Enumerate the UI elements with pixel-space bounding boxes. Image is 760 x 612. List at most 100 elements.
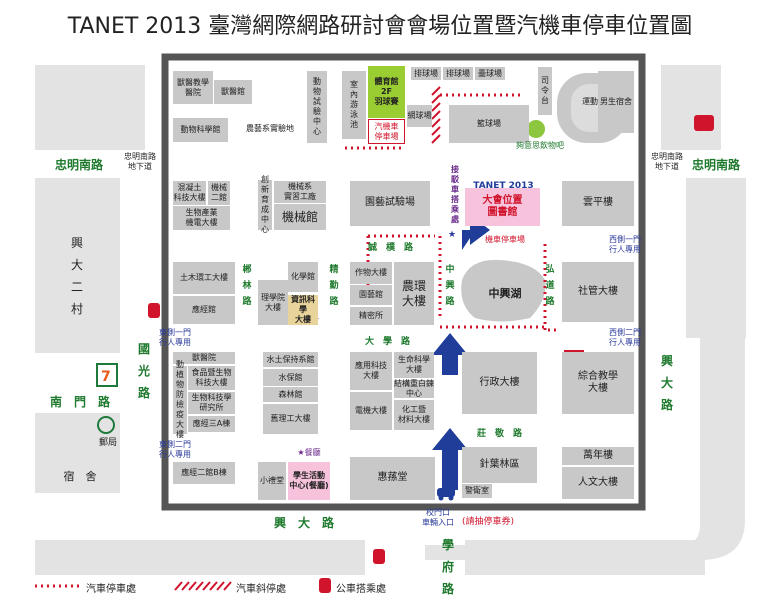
podium: 司 令 台 bbox=[538, 67, 552, 115]
canteen-label: ★餐廳 bbox=[297, 448, 321, 457]
road-xingda: 興 大 路 bbox=[274, 516, 335, 530]
chemistry-hall: 化學館 bbox=[288, 262, 318, 292]
road-nanmen: 南 門 路 bbox=[50, 395, 111, 409]
road-chenlin: 郴 林 路 bbox=[242, 265, 252, 307]
tennis-court: 網球場 bbox=[407, 105, 432, 127]
applied-econ-3a: 應經三A棟 bbox=[188, 416, 235, 432]
outer-block bbox=[465, 540, 705, 575]
road-zhongxing: 中 興 路 bbox=[445, 265, 455, 307]
conifer-forest-area: 針葉林區 bbox=[462, 447, 537, 483]
crop-bldg: 作物大樓 bbox=[350, 262, 392, 284]
outer-block bbox=[425, 338, 745, 560]
humanities-bldg: 人文大樓 bbox=[562, 467, 634, 499]
road-daxue: 大 學 路 bbox=[365, 337, 411, 347]
vet-building: 獸醫館 bbox=[214, 80, 252, 104]
applied-econ-hall: 應經館 bbox=[173, 296, 235, 324]
road-chengpu: 誠 樸 路 bbox=[368, 243, 414, 253]
softball-field-2: 壘球場 bbox=[475, 67, 505, 80]
road-guoguang: 國 光 路 bbox=[137, 342, 150, 400]
moto-parking[interactable]: 汽機車 停車場 bbox=[368, 119, 405, 144]
drink-shop-icon bbox=[527, 120, 545, 138]
innovation-center: 創 新 育 成 中 心 bbox=[258, 175, 272, 234]
science-bldg: 理學院 大樓 bbox=[258, 280, 288, 325]
legend-bus-stop: 公車搭乘處 bbox=[336, 584, 386, 595]
life-science-bldg: 生命科學 大樓 bbox=[394, 352, 434, 378]
outer-block bbox=[35, 413, 120, 493]
agri-env-bldg: 農環 大樓 bbox=[394, 262, 434, 325]
outer-block bbox=[35, 65, 145, 150]
slant-parking-hatch bbox=[431, 86, 441, 144]
seven-eleven-glyph: 7 bbox=[101, 369, 111, 385]
xingda-village: 興 大 二 村 bbox=[70, 236, 83, 316]
outer-block bbox=[35, 178, 120, 353]
civil-env-bldg: 土木環工大樓 bbox=[173, 262, 235, 294]
applied-econ-2b: 應經二館B棟 bbox=[173, 462, 235, 484]
library-venue[interactable]: 大會位置 圖書館 bbox=[482, 195, 523, 218]
basketball-court: 籃球場 bbox=[449, 105, 529, 143]
guard-room: 警衛室 bbox=[462, 484, 492, 498]
electrical-bldg: 電機大樓 bbox=[350, 392, 392, 430]
vet-hospital-2: 獸醫院 bbox=[173, 352, 235, 364]
social-mgmt-bldg: 社管大樓 bbox=[562, 262, 634, 322]
soil-water-dept: 水土保持系館 bbox=[263, 352, 318, 367]
vet-hospital: 獸醫教學 醫院 bbox=[173, 71, 213, 104]
post-office: 郵局 bbox=[98, 438, 117, 448]
yunping-bldg: 雲平樓 bbox=[562, 181, 634, 226]
road-zhuangjing: 莊 敬 路 bbox=[477, 429, 523, 439]
info-science-bldg[interactable]: 資訊科學 大樓 bbox=[288, 295, 318, 325]
precision-institute: 精密所 bbox=[350, 307, 392, 325]
road-jingqin: 精 勤 路 bbox=[329, 265, 339, 307]
farm-area: 農藝系實驗地 bbox=[246, 124, 294, 133]
indoor-pool: 室 內 游 泳 池 bbox=[342, 71, 366, 139]
biotech-bldg: 生物產業 機電大樓 bbox=[173, 206, 230, 230]
road-xingda-right: 興 大 路 bbox=[660, 354, 673, 412]
male-dorm: 男生宿舍 bbox=[598, 71, 634, 133]
wannian-bldg: 萬年樓 bbox=[562, 447, 634, 465]
structure-center: 結構重白鍊 中心 bbox=[394, 379, 434, 398]
road-zhongming-right: 忠明南路 bbox=[692, 158, 741, 172]
forestry-hall: 森林館 bbox=[263, 387, 318, 402]
mechanical-hall: 機械館 bbox=[274, 204, 326, 230]
outer-block bbox=[176, 540, 356, 572]
star-icon: ★ bbox=[448, 230, 456, 240]
chem-eng-bldg: 化工暨 材料大樓 bbox=[394, 400, 434, 430]
general-teaching-bldg: 綜合教學 大樓 bbox=[562, 352, 634, 414]
admin-bldg: 行政大樓 bbox=[462, 352, 537, 414]
legend-hatch bbox=[174, 581, 232, 591]
west-gate-2: 西側二門 行人專用 bbox=[609, 328, 641, 347]
tanet-logo: TANET 2013 bbox=[473, 181, 534, 191]
east-gate-1: 東側一門 行人專用 bbox=[159, 328, 191, 347]
gym[interactable]: 體育館 2F 羽球賽 bbox=[368, 66, 405, 118]
drink-shop-label: 夠意思飲物吧 bbox=[516, 141, 564, 150]
small-auditorium: 小禮堂 bbox=[258, 462, 286, 500]
main-gate: 校門口 車輛入口 bbox=[422, 508, 454, 527]
road-xuefu: 學 府 路 bbox=[441, 538, 454, 596]
lake-shape bbox=[461, 259, 546, 322]
library-highlight bbox=[465, 188, 540, 226]
water-conserv-hall: 水保館 bbox=[263, 369, 318, 386]
outer-block bbox=[686, 178, 746, 338]
campus-boundary bbox=[161, 53, 646, 511]
student-activity-center[interactable]: 學生活動 中心(餐廳) bbox=[288, 462, 330, 500]
biotech-institute: 生物科技學 研究所 bbox=[188, 392, 235, 414]
animal-science-bldg: 動物科學館 bbox=[173, 118, 228, 142]
plant-quarantine-bldg: 動 植 物 防 檢 疫 大 樓 bbox=[173, 360, 187, 439]
main-gate-note: (請抽停車券) bbox=[462, 517, 515, 527]
outer-block bbox=[661, 65, 721, 150]
volleyball-court: 排球場 bbox=[411, 67, 441, 80]
car-icon bbox=[437, 488, 455, 501]
legend-car-parking: 汽車停車處 bbox=[86, 584, 136, 595]
softball-field: 排球場 bbox=[443, 67, 473, 80]
seven-eleven-icon bbox=[96, 363, 118, 387]
shuttle-stop: 接 駁 車 搭 乘 處 bbox=[451, 165, 459, 224]
mech-factory: 機械系 實習工廠 bbox=[274, 181, 326, 203]
bus-stop-icons bbox=[148, 303, 385, 593]
post-office-icon bbox=[97, 416, 115, 434]
map-title: TANET 2013 臺灣網際網路研討會會場位置暨汽機車停車位置圖 bbox=[67, 14, 693, 39]
dormitory: 宿 舍 bbox=[63, 470, 97, 483]
stadium-label: 運動場 bbox=[582, 97, 606, 106]
machine-2: 機械 二館 bbox=[208, 181, 230, 205]
legend-slant-parking: 汽車斜停處 bbox=[236, 584, 286, 595]
animal-test-center: 動 物 試 驗 中 心 bbox=[307, 71, 327, 143]
